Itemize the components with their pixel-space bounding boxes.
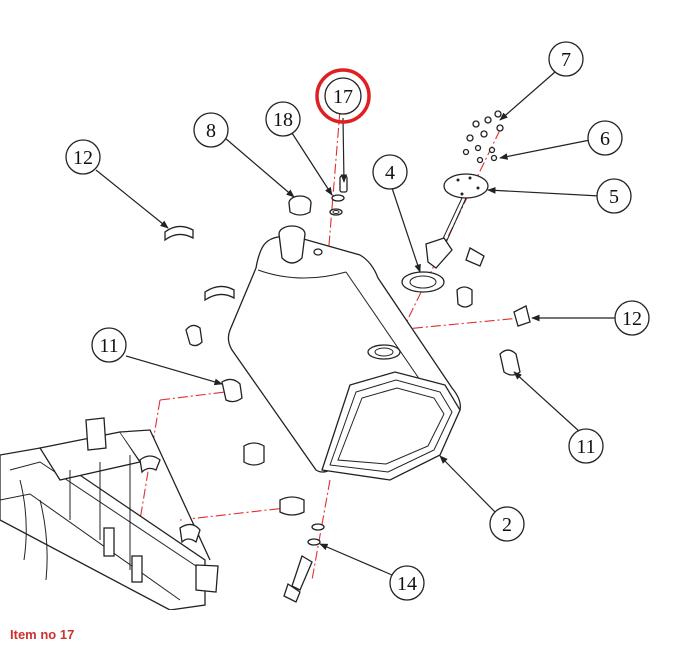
mounting-straps-and-pads (164, 225, 531, 516)
svg-text:11: 11 (576, 436, 595, 458)
callout-2: 2 (489, 506, 525, 542)
screws-and-washers (462, 110, 504, 164)
leader-lines (95, 71, 615, 576)
svg-text:6: 6 (600, 128, 610, 150)
exploded-parts-diagram: 17 7 18 8 6 12 4 5 12 11 11 2 14 (0, 41, 650, 610)
callout-8: 8 (193, 112, 229, 148)
svg-text:2: 2 (502, 514, 512, 536)
callout-12-right: 12 (614, 300, 650, 336)
svg-text:17: 17 (333, 86, 353, 108)
callout-7: 7 (548, 41, 584, 77)
callout-18: 18 (265, 101, 301, 137)
callout-11-left: 11 (91, 327, 127, 363)
filler-cap (288, 195, 312, 216)
drain-plug (283, 523, 325, 603)
callout-17: 17 (315, 68, 371, 124)
callout-5: 5 (596, 178, 632, 214)
svg-text:8: 8 (206, 120, 216, 142)
svg-text:12: 12 (73, 147, 93, 169)
fuel-tank-body (227, 225, 461, 481)
svg-text:4: 4 (385, 162, 395, 184)
callout-4: 4 (372, 154, 408, 190)
sender-assembly (401, 173, 489, 293)
callout-6: 6 (587, 120, 623, 156)
callout-12-left: 12 (65, 139, 101, 175)
callout-14: 14 (389, 565, 425, 601)
svg-text:11: 11 (99, 335, 118, 357)
svg-text:12: 12 (622, 308, 642, 330)
svg-text:5: 5 (609, 186, 619, 208)
callout-11-right: 11 (568, 428, 604, 464)
svg-text:18: 18 (273, 109, 293, 131)
item-caption: Item no 17 (10, 627, 75, 642)
svg-text:14: 14 (397, 573, 417, 595)
vehicle-frame (0, 417, 219, 610)
svg-text:7: 7 (561, 49, 571, 71)
